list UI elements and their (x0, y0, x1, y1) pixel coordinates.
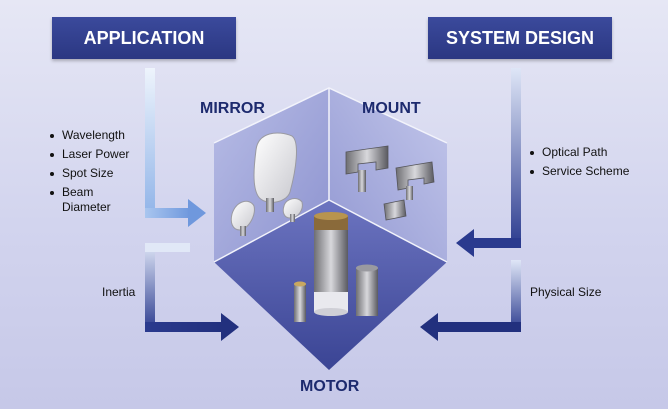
application-to-mirror-arrow (145, 68, 206, 227)
motor-products-image (294, 212, 378, 322)
application-header: APPLICATION (52, 17, 236, 59)
physical-size-to-motor-arrow (420, 260, 521, 341)
inertia-to-motor-arrow (145, 243, 239, 341)
application-inputs-list: Wavelength Laser Power Spot Size Beam Di… (50, 126, 150, 215)
system-design-header: SYSTEM DESIGN (428, 17, 612, 59)
list-item: Spot Size (50, 164, 150, 183)
list-item: Laser Power (50, 145, 150, 164)
list-item: Beam Diameter (50, 183, 124, 215)
system-to-mount-arrow (456, 68, 521, 257)
list-item: Wavelength (50, 126, 150, 145)
system-inputs-list: Optical Path Service Scheme (530, 143, 640, 181)
mount-face (329, 88, 447, 262)
physical-size-label: Physical Size (530, 285, 602, 299)
mirror-label: MIRROR (200, 100, 265, 117)
motor-label: MOTOR (300, 378, 360, 395)
list-item: Service Scheme (530, 162, 640, 181)
mirror-products-image (230, 132, 303, 236)
list-item: Optical Path (530, 143, 640, 162)
mount-label: MOUNT (362, 100, 421, 117)
mount-products-image (345, 145, 435, 221)
inertia-label: Inertia (102, 285, 136, 299)
